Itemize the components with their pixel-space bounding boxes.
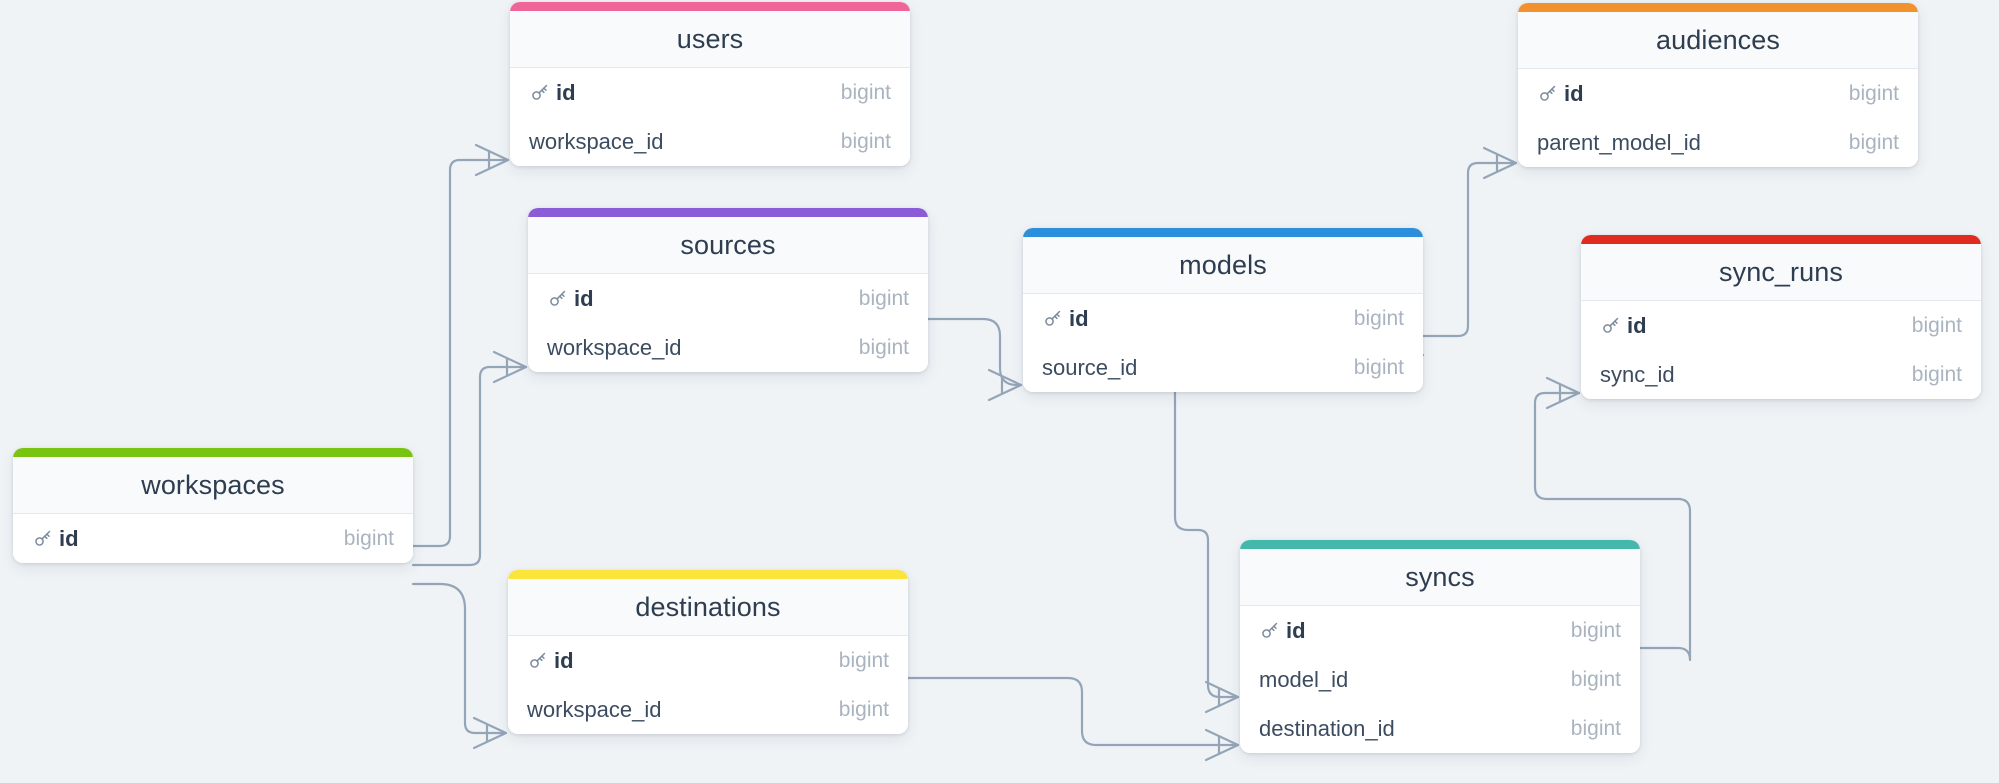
field-type: bigint [1353, 355, 1404, 379]
accent-bar-destinations [508, 570, 908, 579]
field-type: bigint [1911, 362, 1962, 386]
field-type: bigint [858, 286, 909, 310]
table-title-destinations: destinations [508, 579, 908, 636]
field-type: bigint [1570, 667, 1621, 691]
field-row-destinations-workspace_id[interactable]: workspace_id bigint [508, 685, 908, 734]
table-card-sources[interactable]: sources id bigint workspace_id bigint [528, 208, 928, 372]
field-type: bigint [838, 648, 889, 672]
field-name: id [554, 647, 574, 673]
edge-sources-models [926, 317, 1023, 402]
accent-bar-sync-runs [1581, 235, 1981, 244]
field-row-sources-workspace_id[interactable]: workspace_id bigint [528, 323, 928, 372]
field-name: id [574, 285, 594, 311]
field-name: id [1627, 312, 1647, 338]
accent-bar-audiences [1518, 3, 1918, 12]
key-icon [1262, 622, 1278, 638]
field-name: workspace_id [529, 128, 664, 154]
field-name: parent_model_id [1537, 129, 1701, 155]
field-name: model_id [1259, 666, 1349, 692]
table-title-syncs: syncs [1240, 549, 1640, 606]
field-row-destinations-id[interactable]: id bigint [508, 636, 908, 685]
table-card-sync-runs[interactable]: sync_runs id bigint sync_id bigint [1581, 235, 1981, 399]
edge-workspaces-sources [411, 350, 528, 567]
field-type: bigint [838, 697, 889, 721]
field-type: bigint [1570, 618, 1621, 642]
field-row-models-source_id[interactable]: source_id bigint [1023, 343, 1423, 392]
key-icon [530, 652, 546, 668]
field-type: bigint [1353, 306, 1404, 330]
accent-bar-users [510, 2, 910, 11]
field-row-syncs-destination_id[interactable]: destination_id bigint [1240, 704, 1640, 753]
field-name: workspace_id [547, 334, 682, 360]
edge-destinations-syncs [906, 676, 1240, 762]
key-icon [1045, 310, 1061, 326]
edge-workspaces-destinations [411, 582, 508, 750]
table-title-users: users [510, 11, 910, 68]
field-name: id [1069, 305, 1089, 331]
key-icon [1603, 317, 1619, 333]
field-type: bigint [840, 80, 891, 104]
field-type: bigint [1570, 716, 1621, 740]
field-type: bigint [343, 526, 394, 550]
table-card-destinations[interactable]: destinations id bigint workspace_id bigi… [508, 570, 908, 734]
field-name: workspace_id [527, 696, 662, 722]
edge-models-audiences [1421, 146, 1518, 338]
field-row-users-workspace_id[interactable]: workspace_id bigint [510, 117, 910, 166]
field-row-audiences-id[interactable]: id bigint [1518, 69, 1918, 118]
accent-bar-sources [528, 208, 928, 217]
field-name: id [1564, 80, 1584, 106]
field-row-models-id[interactable]: id bigint [1023, 294, 1423, 343]
field-row-sync-runs-id[interactable]: id bigint [1581, 301, 1981, 350]
field-row-sync-runs-sync_id[interactable]: sync_id bigint [1581, 350, 1981, 399]
field-name: id [1286, 617, 1306, 643]
table-card-workspaces[interactable]: workspaces id bigint [13, 448, 413, 563]
edge-workspaces-users [411, 143, 510, 548]
table-card-audiences[interactable]: audiences id bigint parent_model_id bigi… [1518, 3, 1918, 167]
field-name: source_id [1042, 354, 1138, 380]
field-type: bigint [840, 129, 891, 153]
field-row-users-id[interactable]: id bigint [510, 68, 910, 117]
table-title-audiences: audiences [1518, 12, 1918, 69]
table-title-sync-runs: sync_runs [1581, 244, 1981, 301]
key-icon [35, 530, 51, 546]
key-icon [532, 84, 548, 100]
accent-bar-workspaces [13, 448, 413, 457]
table-card-users[interactable]: users id bigint workspace_id bigint [510, 2, 910, 166]
field-type: bigint [1911, 313, 1962, 337]
key-icon [550, 290, 566, 306]
field-name: destination_id [1259, 715, 1395, 741]
table-title-workspaces: workspaces [13, 457, 413, 514]
field-row-workspaces-id[interactable]: id bigint [13, 514, 413, 563]
field-type: bigint [1848, 130, 1899, 154]
field-row-syncs-id[interactable]: id bigint [1240, 606, 1640, 655]
field-name: sync_id [1600, 361, 1675, 387]
table-card-models[interactable]: models id bigint source_id bigint [1023, 228, 1423, 392]
field-type: bigint [858, 335, 909, 359]
field-name: id [59, 525, 79, 551]
field-row-audiences-parent_model_id[interactable]: parent_model_id bigint [1518, 118, 1918, 167]
field-row-syncs-model_id[interactable]: model_id bigint [1240, 655, 1640, 704]
table-card-syncs[interactable]: syncs id bigint model_id bigint [1240, 540, 1640, 753]
field-type: bigint [1848, 81, 1899, 105]
table-title-sources: sources [528, 217, 928, 274]
accent-bar-syncs [1240, 540, 1640, 549]
key-icon [1540, 85, 1556, 101]
table-title-models: models [1023, 237, 1423, 294]
field-name: id [556, 79, 576, 105]
accent-bar-models [1023, 228, 1423, 237]
field-row-sources-id[interactable]: id bigint [528, 274, 928, 323]
